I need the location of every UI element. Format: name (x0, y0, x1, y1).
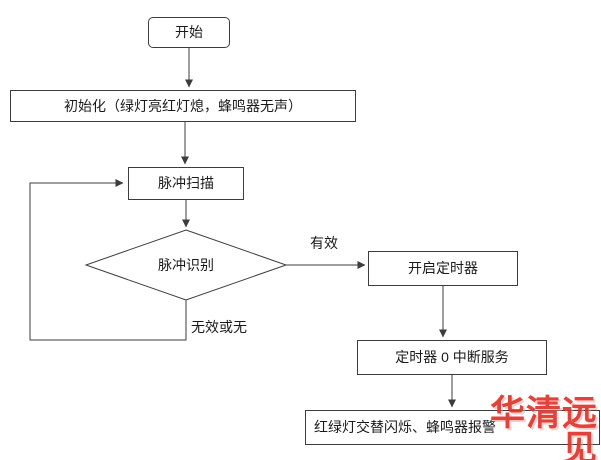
flow-node-alarm: 红绿灯交替闪烁、蜂鸣器报警 (305, 410, 600, 445)
flow-node-pulse-decision-label: 脉冲识别 (158, 257, 214, 273)
flow-node-pulse-scan: 脉冲扫描 (128, 167, 244, 200)
edge-label-valid: 有效 (310, 235, 338, 251)
flow-node-start-timer: 开启定时器 (368, 251, 518, 286)
edge-label-invalid: 无效或无 (191, 319, 247, 335)
flow-node-init: 初始化（绿灯亮红灯熄，蜂鸣器无声） (10, 90, 356, 122)
loop-decision-to-scan (29, 179, 187, 341)
flow-node-start: 开始 (148, 17, 230, 48)
flow-node-timer0-interrupt: 定时器 0 中断服务 (357, 340, 547, 375)
